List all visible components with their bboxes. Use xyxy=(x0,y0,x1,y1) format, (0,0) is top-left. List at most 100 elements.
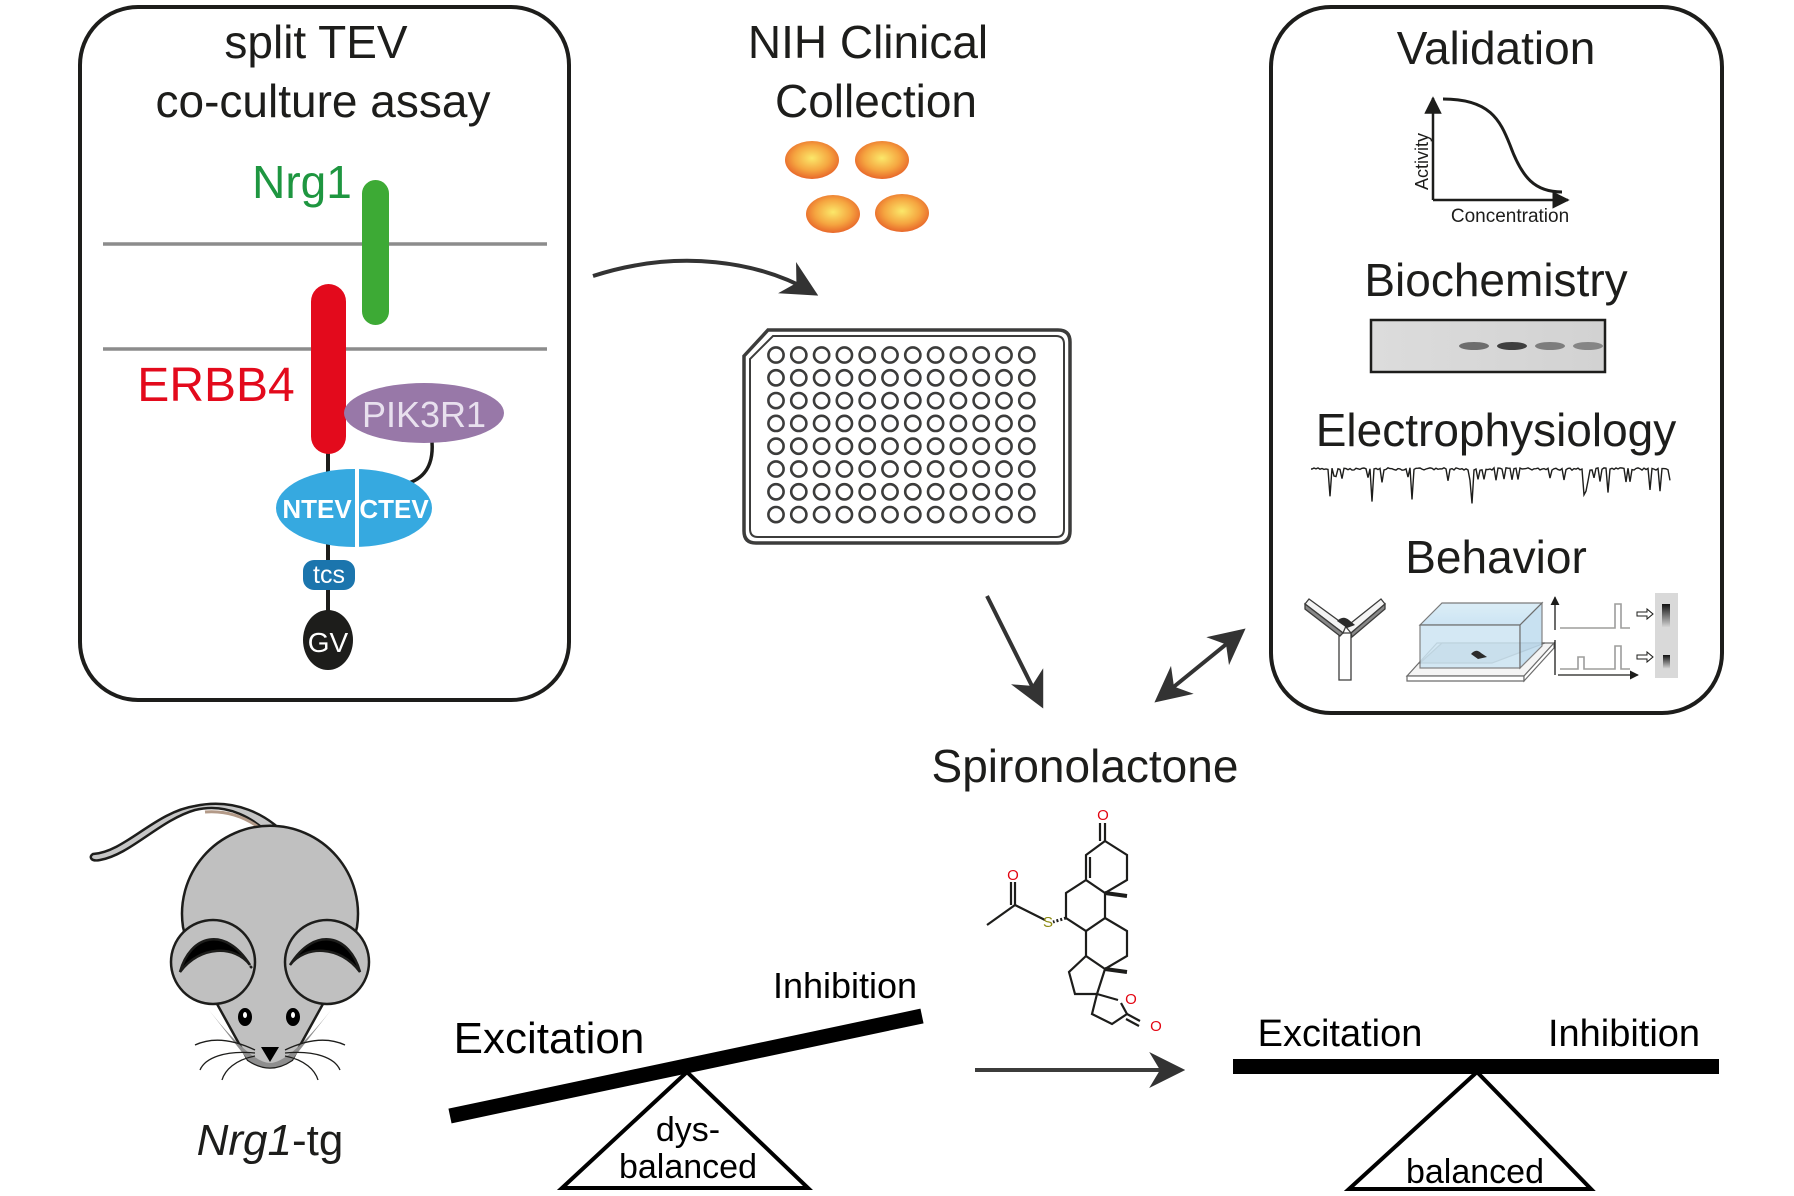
plate-well xyxy=(995,368,1013,387)
plate-well xyxy=(767,368,785,387)
mouse-silhouette-icon xyxy=(1471,650,1487,659)
library-title-line1: NIH Clinical xyxy=(748,16,988,68)
plate-well xyxy=(903,346,922,364)
plate-well xyxy=(789,482,808,501)
gv-transcription-factor xyxy=(303,610,353,670)
plate-well xyxy=(835,482,854,501)
well-plate-96 xyxy=(742,328,1072,545)
plate-well xyxy=(858,346,877,364)
blot-bands xyxy=(1459,342,1603,350)
plate-well xyxy=(949,346,968,364)
plate-wells xyxy=(767,346,1036,524)
mouse-ear-right-inner xyxy=(288,938,362,973)
plate-well xyxy=(767,346,785,364)
plate-well xyxy=(926,460,945,478)
atom-sulfur: S xyxy=(1043,914,1053,931)
electrophysiology-title: Electrophysiology xyxy=(1316,404,1677,456)
plate-well xyxy=(903,414,922,433)
plate-well xyxy=(858,391,877,410)
validation-double-arrow xyxy=(1154,628,1246,703)
hit-compound-name: Spironolactone xyxy=(932,740,1239,792)
plate-well xyxy=(789,437,808,456)
plate-well xyxy=(926,414,945,433)
mouse-gene-name: Nrg1 xyxy=(197,1116,292,1165)
nrg1-label: Nrg1 xyxy=(252,156,352,208)
excitation-label-after: Excitation xyxy=(1258,1013,1423,1055)
plate-well xyxy=(835,346,854,364)
plate-well xyxy=(949,482,968,501)
atom-oxygen-ketone: O xyxy=(1097,807,1109,824)
mouse-ear-right xyxy=(283,918,371,1006)
compound-pill xyxy=(855,141,909,179)
spironolactone-atom-labels: O O S O O xyxy=(1007,807,1162,1035)
behavior-title: Behavior xyxy=(1405,531,1587,583)
plate-well xyxy=(767,391,785,410)
validation-panel: Validation Activity Concentration Bioche… xyxy=(1269,5,1724,715)
plate-well xyxy=(903,391,922,410)
arrow-icon xyxy=(1636,607,1654,621)
plate-well xyxy=(881,505,899,524)
plate-well xyxy=(1017,414,1036,433)
plate-well xyxy=(1017,346,1036,364)
plate-well xyxy=(949,391,968,410)
compound-pill xyxy=(785,141,839,179)
fulcrum-label-after: balanced xyxy=(1406,1153,1544,1191)
erbb4-label: ERBB4 xyxy=(137,359,294,412)
gv-label: GV xyxy=(308,627,349,658)
plate-well xyxy=(767,482,785,501)
split-tev: NTEV CTEV xyxy=(276,468,432,548)
atom-oxygen-acetyl: O xyxy=(1007,867,1019,884)
curve-x-label: Concentration xyxy=(1451,206,1569,227)
mouse-ear-left-inner xyxy=(178,938,252,973)
assay-title-line1: split TEV xyxy=(224,16,408,68)
plate-well xyxy=(995,460,1013,478)
plate-well xyxy=(858,482,877,501)
assay-title-line2: co-culture assay xyxy=(156,75,491,127)
blot-band xyxy=(1497,342,1527,350)
arrow-icon xyxy=(1636,650,1654,664)
library-section: NIH Clinical Collection xyxy=(592,16,1072,545)
plate-well xyxy=(972,460,991,478)
pik3r1-domain xyxy=(344,383,504,443)
plate-well xyxy=(949,368,968,387)
mouse-ear-left xyxy=(169,918,257,1006)
plate-well xyxy=(903,368,922,387)
dose-response-curve xyxy=(1442,97,1563,194)
plate-well xyxy=(1017,505,1036,524)
plate-well xyxy=(858,460,877,478)
plate-well xyxy=(767,437,785,456)
plate-well xyxy=(995,414,1013,433)
plate-well xyxy=(949,505,968,524)
plate-well xyxy=(812,505,831,524)
plate-well xyxy=(949,437,968,456)
plate-well xyxy=(858,414,877,433)
plate-well xyxy=(926,346,945,364)
plate-well xyxy=(1017,460,1036,478)
western-blot xyxy=(1369,318,1607,374)
plate-well xyxy=(972,368,991,387)
mouse-model-label: Nrg1-tg xyxy=(197,1116,344,1165)
plate-well xyxy=(881,482,899,501)
plate-well xyxy=(812,368,831,387)
plate-well xyxy=(972,505,991,524)
plate-well xyxy=(926,437,945,456)
plate-well xyxy=(926,505,945,524)
plate-well xyxy=(926,482,945,501)
mouse-tail xyxy=(89,802,295,862)
plate-well xyxy=(767,460,785,478)
plate-well xyxy=(881,437,899,456)
seesaw-balanced: Excitation Inhibition balanced xyxy=(1233,1013,1719,1191)
plate-well xyxy=(789,460,808,478)
ctev-label: CTEV xyxy=(359,494,429,524)
blot-band xyxy=(1459,342,1489,350)
plate-well xyxy=(926,391,945,410)
plate-well xyxy=(972,437,991,456)
atom-oxygen-ring: O xyxy=(1125,991,1137,1008)
plate-well xyxy=(995,482,1013,501)
plate-well xyxy=(858,437,877,456)
hit-arrow xyxy=(985,595,1044,709)
plate-well xyxy=(903,482,922,501)
plate-well xyxy=(812,482,831,501)
excitation-label-before: Excitation xyxy=(454,1014,645,1063)
inhibition-label-before: Inhibition xyxy=(773,965,917,1006)
